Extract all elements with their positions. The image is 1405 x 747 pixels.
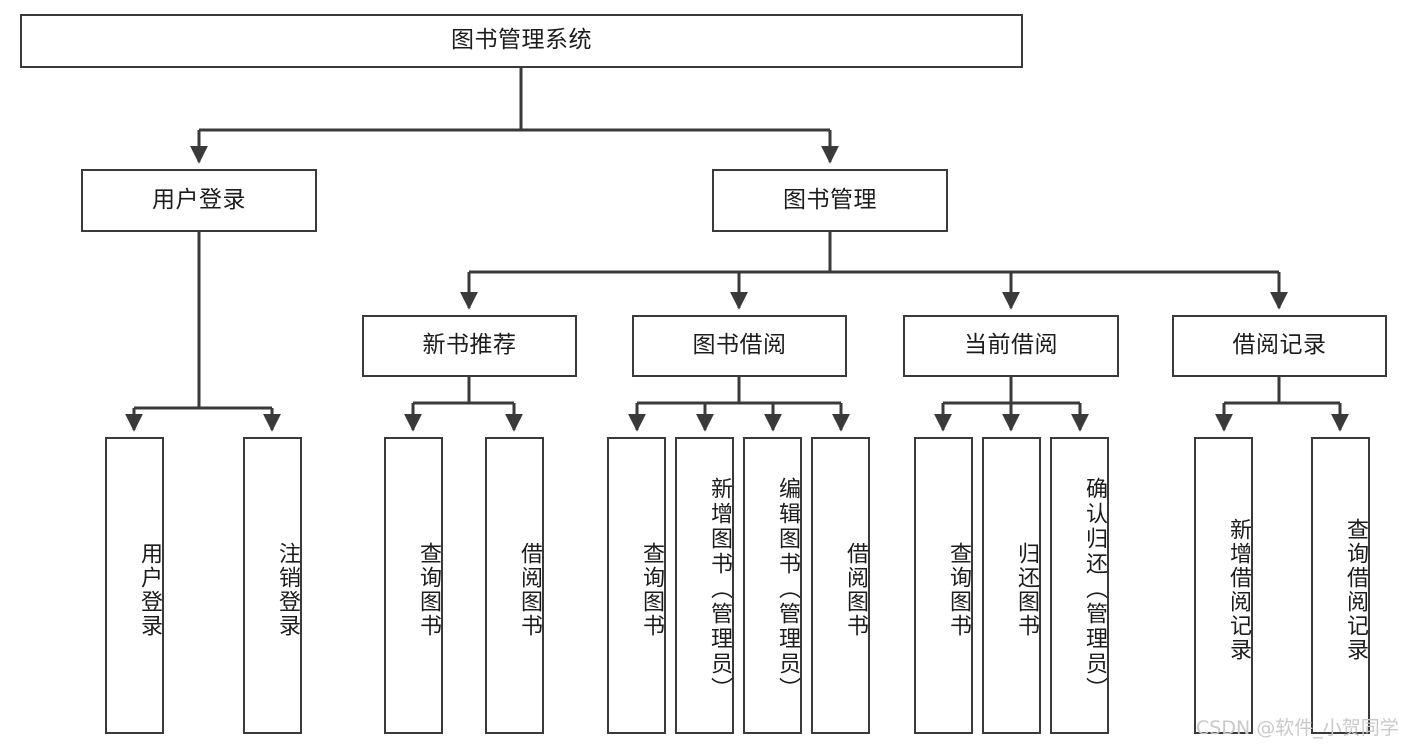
leaf-bb-edit-book-admin-label: 编辑图书（管理员） [775,477,800,702]
leaf-br-add-record-label: 新增借阅记录 [1226,517,1251,662]
leaf-bb-add-book-admin-label: 新增图书（管理员） [707,477,732,702]
leaf-cb-return-book-label: 归还图书 [1014,541,1039,638]
node-book-borrow[interactable]: 图书借阅 [632,315,847,377]
leaf-cb-return-book[interactable]: 归还图书 [982,437,1041,734]
node-book-management[interactable]: 图书管理 [712,169,948,232]
node-current-borrow[interactable]: 当前借阅 [903,315,1119,377]
node-root-label: 图书管理系统 [451,27,592,54]
leaf-cb-confirm-return-admin[interactable]: 确认归还（管理员） [1050,437,1109,734]
node-new-book-recommend[interactable]: 新书推荐 [362,315,577,377]
node-book-borrow-label: 图书借阅 [692,332,787,359]
leaf-bb-edit-book-admin[interactable]: 编辑图书（管理员） [743,437,802,734]
node-user-login-label: 用户登录 [152,186,246,213]
leaf-bb-query-book[interactable]: 查询图书 [607,437,666,734]
leaf-bb-add-book-admin[interactable]: 新增图书（管理员） [675,437,734,734]
leaf-nb-query-book-label: 查询图书 [416,541,441,638]
leaf-br-add-record[interactable]: 新增借阅记录 [1194,437,1253,734]
node-borrow-records-label: 借阅记录 [1232,332,1327,359]
leaf-cb-confirm-return-admin-label: 确认归还（管理员） [1082,477,1107,702]
leaf-cb-query-book-label: 查询图书 [946,541,971,638]
node-root[interactable]: 图书管理系统 [20,14,1023,68]
node-new-book-recommend-label: 新书推荐 [422,332,517,359]
leaf-nb-query-book[interactable]: 查询图书 [384,437,443,734]
leaf-logout-label: 注销登录 [275,541,300,638]
node-borrow-records[interactable]: 借阅记录 [1172,315,1387,377]
node-current-borrow-label: 当前借阅 [964,332,1058,359]
node-book-management-label: 图书管理 [783,186,877,213]
leaf-user-login[interactable]: 用户登录 [105,437,164,734]
leaf-bb-borrow-book-label: 借阅图书 [843,541,868,638]
leaf-bb-borrow-book[interactable]: 借阅图书 [811,437,870,734]
leaf-cb-query-book[interactable]: 查询图书 [914,437,973,734]
leaf-user-login-label: 用户登录 [137,541,162,638]
leaf-br-query-record-label: 查询借阅记录 [1343,517,1368,662]
leaf-nb-borrow-book[interactable]: 借阅图书 [485,437,544,734]
leaf-bb-query-book-label: 查询图书 [639,541,664,638]
leaf-br-query-record[interactable]: 查询借阅记录 [1311,437,1370,734]
leaf-logout[interactable]: 注销登录 [243,437,302,734]
leaf-nb-borrow-book-label: 借阅图书 [517,541,542,638]
node-user-login[interactable]: 用户登录 [81,169,317,232]
